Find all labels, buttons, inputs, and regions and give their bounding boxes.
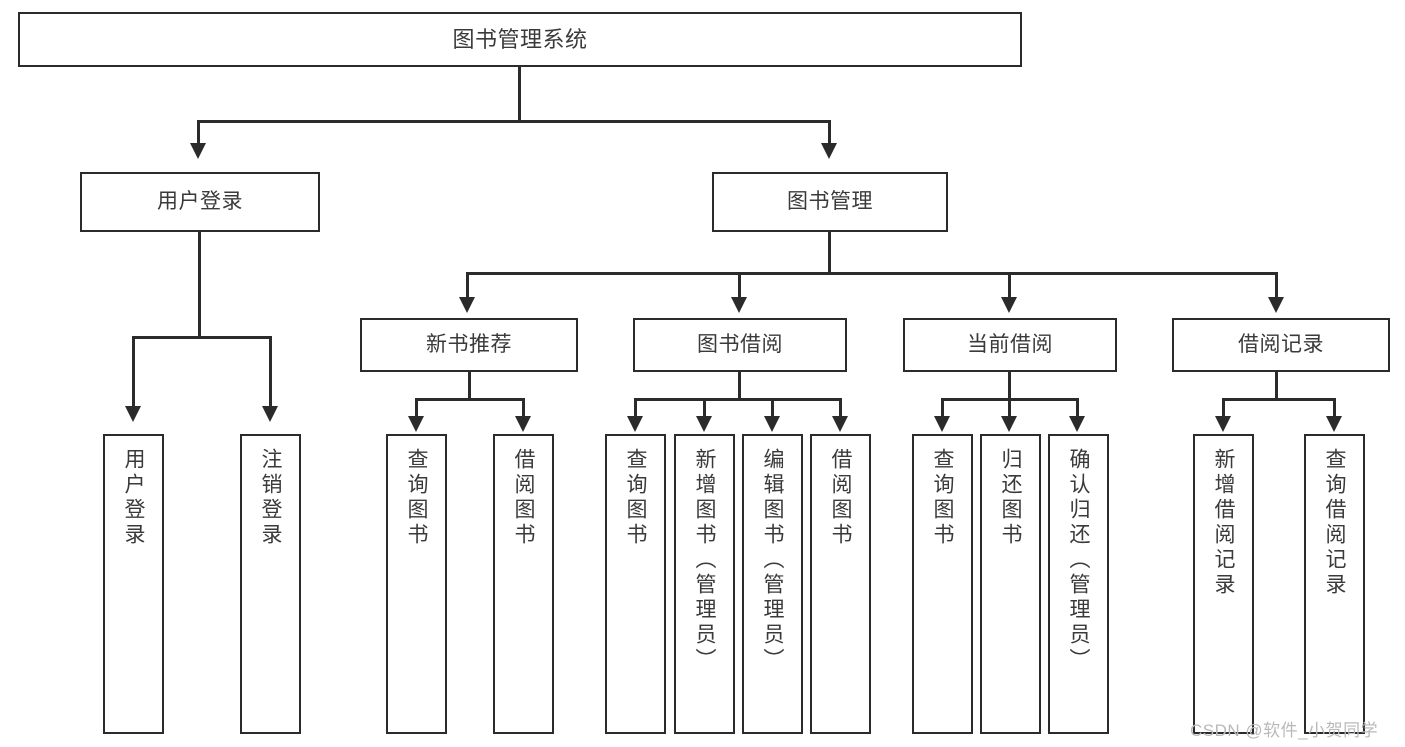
node-label: 查询图书 <box>405 448 428 548</box>
node-label: 图书管理系统 <box>452 26 588 52</box>
leaf-book-borrow-add-book-admin[interactable]: 新增图书（管理员） <box>674 434 735 734</box>
leaf-book-borrow-edit-book-admin[interactable]: 编辑图书（管理员） <box>742 434 803 734</box>
connector-new-book-stem <box>468 372 471 400</box>
node-new-book-recommend[interactable]: 新书推荐 <box>360 318 578 372</box>
connector-bm-to-book-borrow <box>738 272 741 299</box>
connector-br-to-leaf-1 <box>1222 398 1225 418</box>
connector-user-login-to-leaf-1 <box>132 336 135 408</box>
connector-br-to-leaf-2 <box>1333 398 1336 418</box>
node-label: 确认归还（管理员） <box>1067 448 1090 673</box>
node-label: 查询图书 <box>624 448 647 548</box>
arrowhead-root-to-book-management <box>821 143 837 159</box>
node-label: 归还图书 <box>999 448 1022 548</box>
connector-borrow-record-bus <box>1222 398 1336 401</box>
arrowhead-cb-to-leaf-1 <box>934 416 950 432</box>
node-label: 新增借阅记录 <box>1212 448 1235 598</box>
connector-cb-to-leaf-3 <box>1076 398 1079 418</box>
node-label: 查询借阅记录 <box>1323 448 1346 598</box>
arrowhead-bb-to-leaf-1 <box>627 416 643 432</box>
node-label: 新增图书（管理员） <box>693 448 716 673</box>
leaf-borrow-record-add-record[interactable]: 新增借阅记录 <box>1193 434 1254 734</box>
connector-cb-to-leaf-2 <box>1008 398 1011 418</box>
node-user-login[interactable]: 用户登录 <box>80 172 320 232</box>
leaf-book-borrow-query-book[interactable]: 查询图书 <box>605 434 666 734</box>
arrowhead-new-book-to-leaf-2 <box>515 416 531 432</box>
connector-book-management-stem <box>828 232 831 274</box>
arrowhead-new-book-to-leaf-1 <box>408 416 424 432</box>
connector-bm-to-new-book <box>466 272 469 299</box>
arrowhead-bm-to-book-borrow <box>731 297 747 313</box>
node-book-management[interactable]: 图书管理 <box>712 172 948 232</box>
connector-bb-to-leaf-3 <box>771 398 774 418</box>
node-root-book-management-system[interactable]: 图书管理系统 <box>18 12 1022 67</box>
node-label: 新书推荐 <box>426 332 512 356</box>
node-label: 借阅记录 <box>1238 332 1324 356</box>
leaf-current-borrow-query-book[interactable]: 查询图书 <box>912 434 973 734</box>
connector-bb-to-leaf-1 <box>634 398 637 418</box>
node-label: 查询图书 <box>931 448 954 548</box>
node-label: 图书管理 <box>787 189 873 213</box>
node-current-borrow[interactable]: 当前借阅 <box>903 318 1117 372</box>
arrowhead-bm-to-borrow-record <box>1268 297 1284 313</box>
connector-bb-to-leaf-4 <box>839 398 842 418</box>
node-label: 用户登录 <box>122 448 145 548</box>
node-label: 借阅图书 <box>512 448 535 548</box>
connector-book-borrow-stem <box>738 372 741 400</box>
arrowhead-cb-to-leaf-2 <box>1001 416 1017 432</box>
connector-borrow-record-stem <box>1275 372 1278 400</box>
connector-book-management-bus <box>466 272 1278 275</box>
leaf-new-book-query-book[interactable]: 查询图书 <box>386 434 447 734</box>
connector-root-to-book-management <box>828 120 831 145</box>
connector-root-stem <box>518 67 521 120</box>
arrowhead-cb-to-leaf-3 <box>1069 416 1085 432</box>
connector-user-login-stem <box>198 232 201 336</box>
connector-new-book-to-leaf-2 <box>522 398 525 418</box>
arrowhead-user-login-to-leaf-1 <box>125 406 141 422</box>
node-book-borrow[interactable]: 图书借阅 <box>633 318 847 372</box>
arrowhead-bb-to-leaf-3 <box>764 416 780 432</box>
arrowhead-root-to-user-login <box>190 143 206 159</box>
arrowhead-bb-to-leaf-2 <box>696 416 712 432</box>
connector-new-book-to-leaf-1 <box>415 398 418 418</box>
connector-bb-to-leaf-2 <box>703 398 706 418</box>
leaf-borrow-record-query-record[interactable]: 查询借阅记录 <box>1304 434 1365 734</box>
leaf-user-login-user-login[interactable]: 用户登录 <box>103 434 164 734</box>
connector-root-bus <box>197 120 831 123</box>
arrowhead-br-to-leaf-2 <box>1326 416 1342 432</box>
connector-user-login-to-leaf-2 <box>269 336 272 408</box>
leaf-book-borrow-borrow-book[interactable]: 借阅图书 <box>810 434 871 734</box>
leaf-user-login-logout[interactable]: 注销登录 <box>240 434 301 734</box>
connector-bm-to-borrow-record <box>1275 272 1278 299</box>
node-label: 编辑图书（管理员） <box>761 448 784 673</box>
leaf-current-borrow-confirm-return-admin[interactable]: 确认归还（管理员） <box>1048 434 1109 734</box>
arrowhead-user-login-to-leaf-2 <box>262 406 278 422</box>
connector-book-borrow-bus <box>634 398 842 401</box>
connector-root-to-user-login <box>197 120 200 145</box>
node-label: 借阅图书 <box>829 448 852 548</box>
node-borrow-record[interactable]: 借阅记录 <box>1172 318 1390 372</box>
connector-new-book-bus <box>415 398 525 401</box>
node-label: 用户登录 <box>157 189 243 213</box>
watermark-text: CSDN @软件_小贺同学 <box>1190 721 1379 740</box>
arrowhead-bb-to-leaf-4 <box>832 416 848 432</box>
leaf-new-book-borrow-book[interactable]: 借阅图书 <box>493 434 554 734</box>
node-label: 注销登录 <box>259 448 282 548</box>
arrowhead-br-to-leaf-1 <box>1215 416 1231 432</box>
connector-current-borrow-stem <box>1008 372 1011 400</box>
connector-bm-to-current-borrow <box>1008 272 1011 299</box>
arrowhead-bm-to-current-borrow <box>1001 297 1017 313</box>
node-label: 图书借阅 <box>697 332 783 356</box>
node-label: 当前借阅 <box>967 332 1053 356</box>
connector-user-login-bus <box>132 336 272 339</box>
arrowhead-bm-to-new-book <box>459 297 475 313</box>
leaf-current-borrow-return-book[interactable]: 归还图书 <box>980 434 1041 734</box>
connector-cb-to-leaf-1 <box>941 398 944 418</box>
